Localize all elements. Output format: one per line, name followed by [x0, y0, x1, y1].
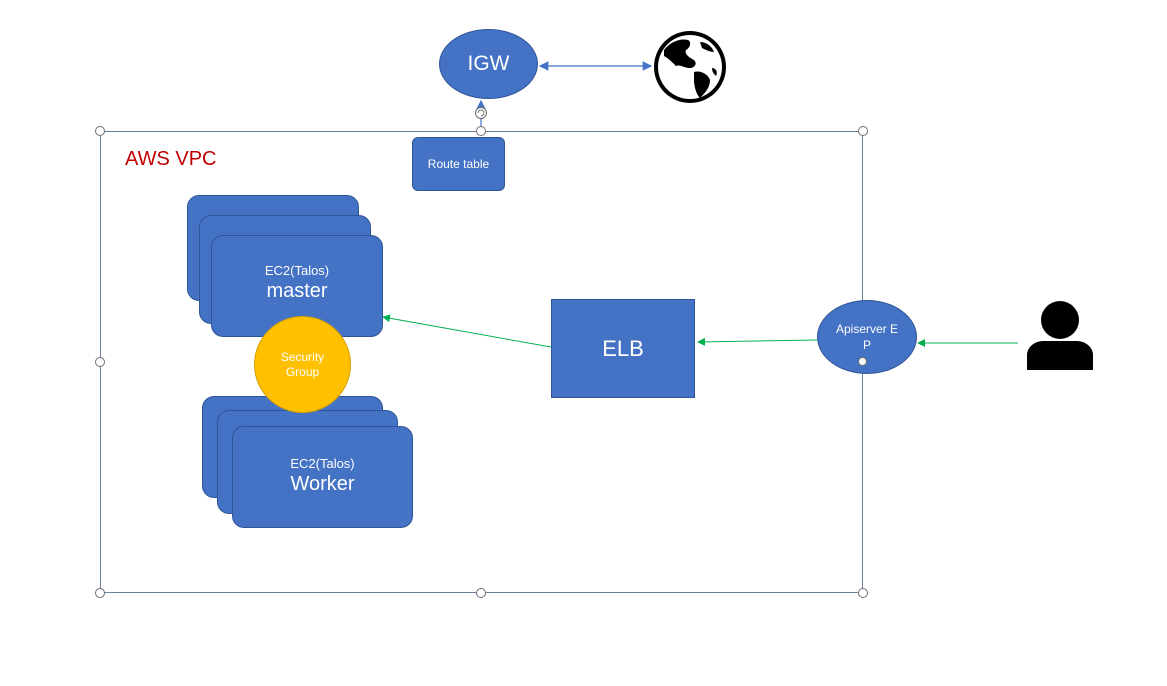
- apiserver-endpoint-node[interactable]: Apiserver EP: [817, 300, 917, 374]
- vpc-label: AWS VPC: [125, 148, 217, 170]
- resize-handle-middle-left[interactable]: [95, 357, 105, 367]
- worker-type-label: EC2(Talos): [290, 456, 355, 471]
- security-group-node[interactable]: Security Group: [254, 316, 351, 413]
- elb-label: ELB: [602, 335, 644, 361]
- master-role-label: master: [266, 280, 328, 302]
- igw-label: IGW: [467, 52, 510, 75]
- route-table-label: Route table: [427, 157, 490, 171]
- rotate-handle: [475, 107, 487, 119]
- resize-handle-top-right[interactable]: [858, 126, 868, 136]
- route-table-node[interactable]: Route table: [412, 137, 505, 191]
- globe-icon: [650, 28, 730, 106]
- security-group-label: Security Group: [280, 349, 325, 379]
- elb-to-master-arrow: [382, 314, 552, 348]
- resize-handle-bottom-middle[interactable]: [476, 588, 486, 598]
- person-icon: [1025, 299, 1095, 371]
- elb-node[interactable]: ELB: [551, 299, 695, 398]
- endpoint-to-elb-arrow: [697, 337, 818, 346]
- master-type-label: EC2(Talos): [264, 263, 330, 278]
- resize-handle-top-middle[interactable]: [476, 126, 486, 136]
- endpoint-connection-handle[interactable]: [858, 357, 867, 366]
- worker-role-label: Worker: [290, 473, 355, 495]
- worker-card-front[interactable]: EC2(Talos) Worker: [232, 426, 413, 528]
- resize-handle-bottom-right[interactable]: [858, 588, 868, 598]
- resize-handle-top-left[interactable]: [95, 126, 105, 136]
- resize-handle-bottom-left[interactable]: [95, 588, 105, 598]
- apiserver-endpoint-label: Apiserver EP: [835, 322, 899, 352]
- igw-node[interactable]: IGW: [439, 29, 538, 99]
